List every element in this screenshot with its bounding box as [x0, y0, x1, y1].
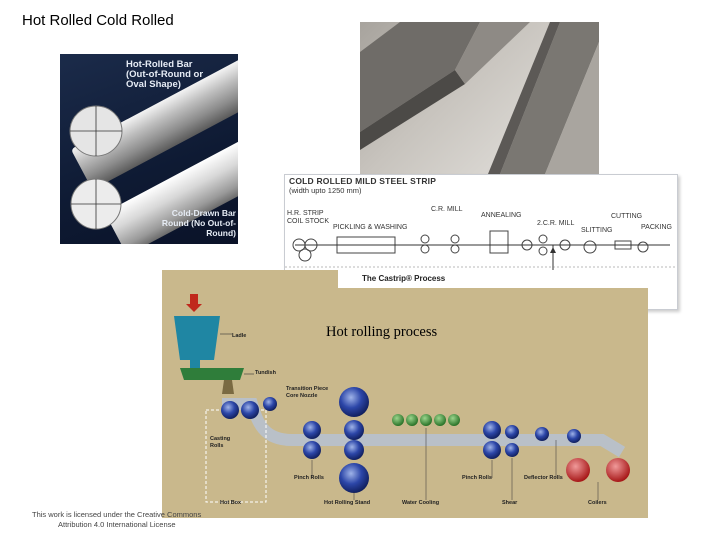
- pinch-rolls-2-label: Pinch Rolls: [462, 475, 492, 481]
- strip-diagram-subtitle: (width upto 1250 mm): [289, 186, 362, 195]
- pinch-rolls-label: Pinch Rolls: [294, 475, 324, 481]
- castrip-illustration: [174, 294, 630, 503]
- packing-label: PACKING: [641, 224, 672, 231]
- cold-drawn-bar-label: Cold-Drawn Bar Round (No Out-of-Round): [161, 208, 236, 238]
- steel-bars-photo: [360, 22, 599, 174]
- castrip-process-diagram: The Castrip® Process: [162, 270, 648, 518]
- slitting-label: SLITTING: [581, 227, 613, 234]
- pickling-label: PICKLING & WASHING: [333, 224, 408, 231]
- hot-box-label: Hot Box: [220, 500, 242, 506]
- c-mill-label: C.R. MILL: [431, 206, 463, 213]
- castrip-title: The Castrip® Process: [362, 274, 446, 283]
- bars-illustration: [69, 56, 238, 244]
- coil-stock-label: H.R. STRIP COIL STOCK: [287, 210, 330, 225]
- water-cooling-label: Water Cooling: [402, 500, 440, 506]
- license-line-2: Attribution 4.0 International License: [58, 520, 176, 529]
- hot-rolling-caption: Hot rolling process: [326, 324, 438, 340]
- hot-rolled-bar-label: Hot-Rolled Bar (Out-of-Round or Oval Sha…: [126, 59, 204, 90]
- cutting-label: CUTTING: [611, 213, 643, 220]
- steel-bars-illustration: [360, 22, 599, 174]
- ladle-label: Ladle: [232, 333, 247, 339]
- coilers-label: Coilers: [588, 500, 607, 506]
- annealing-label: ANNEALING: [481, 212, 522, 219]
- license-line-1: This work is licensed under the Creative…: [32, 510, 202, 519]
- bars-photo: Hot-Rolled Bar (Out-of-Round or Oval Sha…: [60, 54, 238, 244]
- deflector-rolls-label: Deflector Rolls: [524, 475, 563, 481]
- hot-rolling-stand-label: Hot Rolling Stand: [324, 500, 371, 506]
- strip-diagram-title: COLD ROLLED MILD STEEL STRIP: [289, 176, 437, 186]
- license-notice: This work is licensed under the Creative…: [32, 510, 201, 530]
- second-mill-label: 2.C.R. MILL: [537, 220, 575, 227]
- casting-rolls-label: Casting Rolls: [210, 436, 231, 449]
- shear-label: Shear: [502, 500, 518, 506]
- strip-process-line: [285, 230, 677, 275]
- transition-piece-label: Transition Piece Core Nozzle: [286, 386, 329, 399]
- castrip-header-band: [338, 270, 648, 288]
- tundish-label: Tundish: [255, 370, 276, 376]
- slide-title: Hot Rolled Cold Rolled: [22, 12, 174, 29]
